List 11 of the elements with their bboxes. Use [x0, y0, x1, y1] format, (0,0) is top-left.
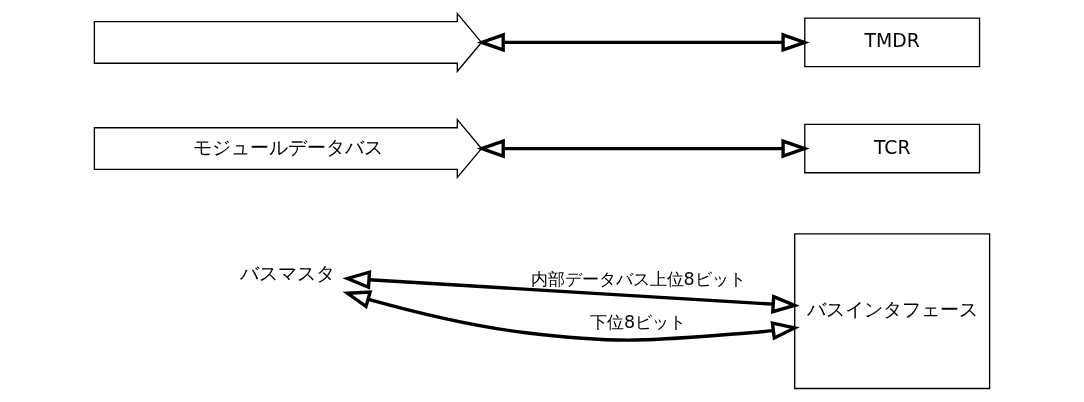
arrow	[476, 138, 810, 159]
node-box: バスインタフェース	[794, 233, 991, 390]
node-box: TCR	[804, 123, 981, 174]
node-box: TMDR	[804, 17, 981, 68]
node-text: バスマスタ	[240, 262, 336, 284]
arrow	[476, 32, 810, 53]
node-arrow	[93, 11, 483, 74]
edge-label: 下位8ビット	[590, 311, 687, 332]
arrow	[342, 269, 800, 314]
edge-label: 内部データバス上位8ビット	[530, 268, 746, 289]
arrow	[342, 290, 800, 342]
